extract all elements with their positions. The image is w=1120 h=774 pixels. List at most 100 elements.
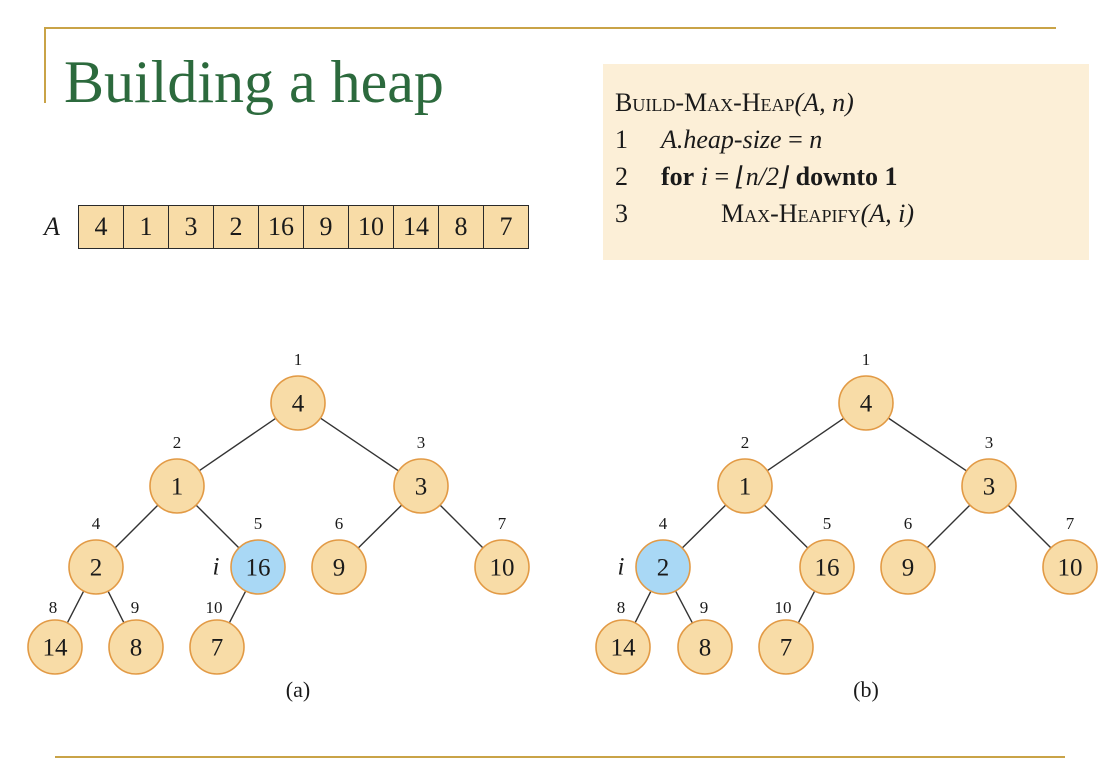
tree-node xyxy=(838,375,894,431)
tree-node xyxy=(595,619,651,675)
code-line-3: 3 Max-Heapify(A, i) xyxy=(615,195,1089,232)
tree-edge xyxy=(766,417,845,472)
node-value: 10 xyxy=(490,555,515,582)
node-value: 9 xyxy=(902,555,915,582)
array-cell: 4 xyxy=(78,205,124,249)
tree-caption: (a) xyxy=(286,677,310,702)
tree-edge xyxy=(319,417,400,472)
node-value: 4 xyxy=(860,391,873,418)
line-number: 1 xyxy=(615,125,628,154)
node-index: 4 xyxy=(659,514,668,533)
tree-node xyxy=(717,458,773,514)
tree-node xyxy=(108,619,164,675)
node-index: 2 xyxy=(173,433,182,452)
tree-edge xyxy=(926,504,971,549)
node-index: 9 xyxy=(131,598,140,617)
tree-node xyxy=(677,619,733,675)
code-header: Build-Max-Heap(A, n) xyxy=(615,84,1089,121)
node-index: 3 xyxy=(417,433,426,452)
node-index: 10 xyxy=(206,598,223,617)
node-index: 9 xyxy=(700,598,709,617)
call-args: (A, i) xyxy=(860,199,914,228)
tree-node xyxy=(311,539,367,595)
tree-node xyxy=(474,539,530,595)
code-operator: = xyxy=(781,125,810,154)
tree-node xyxy=(68,539,124,595)
tree-edge xyxy=(674,590,694,624)
code-operator: = xyxy=(707,162,736,191)
node-value: 2 xyxy=(657,555,670,582)
node-index: 1 xyxy=(862,350,871,369)
node-index: 6 xyxy=(335,514,344,533)
node-value: 1 xyxy=(171,474,184,501)
slide-title: Building a heap xyxy=(64,49,444,115)
array-label: A xyxy=(44,212,60,241)
tree-edge xyxy=(634,590,652,624)
node-index: 6 xyxy=(904,514,913,533)
node-value: 16 xyxy=(246,555,271,582)
tree-edge xyxy=(1007,504,1052,549)
tree-edge xyxy=(887,417,968,472)
node-index: 1 xyxy=(294,350,303,369)
tree-node xyxy=(189,619,245,675)
tree-edge xyxy=(107,590,125,624)
highlighted-node xyxy=(635,539,691,595)
code-lhs: A.heap-size xyxy=(661,125,782,154)
code-rhs: n xyxy=(809,125,823,154)
node-value: 3 xyxy=(983,474,996,501)
node-index: 4 xyxy=(92,514,101,533)
node-value: 7 xyxy=(211,635,224,662)
loop-marker-i: i xyxy=(618,554,625,581)
bottom-rule xyxy=(55,756,1065,758)
node-index: 10 xyxy=(775,598,792,617)
highlighted-node xyxy=(230,539,286,595)
tree-edges xyxy=(66,417,484,624)
node-value: 8 xyxy=(699,635,712,662)
code-line-1: 1 A.heap-size = n xyxy=(615,121,1089,158)
node-value: 14 xyxy=(611,635,637,662)
node-index: 5 xyxy=(254,514,263,533)
tree-edge xyxy=(357,504,403,549)
node-value: 3 xyxy=(415,474,428,501)
node-index: 7 xyxy=(498,514,507,533)
array-cell: 3 xyxy=(168,205,214,249)
node-index: 8 xyxy=(49,598,58,617)
array-cells: 4 1 3 2 16 9 10 14 8 7 xyxy=(78,205,529,249)
node-value: 8 xyxy=(130,635,143,662)
tree-edge xyxy=(66,590,85,624)
node-value: 1 xyxy=(739,474,752,501)
loop-variable: i xyxy=(700,162,708,191)
keyword-downto: downto 1 xyxy=(795,162,898,191)
line-number: 3 xyxy=(615,199,628,228)
node-value: 2 xyxy=(90,555,103,582)
tree-node xyxy=(758,619,814,675)
tree-edge xyxy=(763,504,809,549)
tree-edge xyxy=(198,417,277,472)
line-number: 2 xyxy=(615,162,628,191)
top-rule xyxy=(44,27,1056,29)
tree-edge xyxy=(681,504,727,549)
tree-node xyxy=(149,458,205,514)
array-cell: 7 xyxy=(483,205,529,249)
node-value: 9 xyxy=(333,555,346,582)
left-rule xyxy=(44,27,46,103)
array-cell: 2 xyxy=(213,205,259,249)
tree-caption: (b) xyxy=(853,677,879,702)
pseudocode-box: Build-Max-Heap(A, n) 1 A.heap-size = n 2 f… xyxy=(603,64,1089,260)
array-cell: 1 xyxy=(123,205,169,249)
keyword-for: for xyxy=(661,162,695,191)
node-index: 7 xyxy=(1066,514,1075,533)
node-value: 7 xyxy=(780,635,793,662)
array-cell: 8 xyxy=(438,205,484,249)
tree-edge xyxy=(439,504,484,549)
call-name: Max-Heapify xyxy=(721,199,861,228)
tree-edge xyxy=(797,590,816,624)
tree-edge xyxy=(195,504,240,549)
array-cell: 10 xyxy=(348,205,394,249)
procedure-args: (A, n) xyxy=(794,88,854,117)
tree-node xyxy=(961,458,1017,514)
